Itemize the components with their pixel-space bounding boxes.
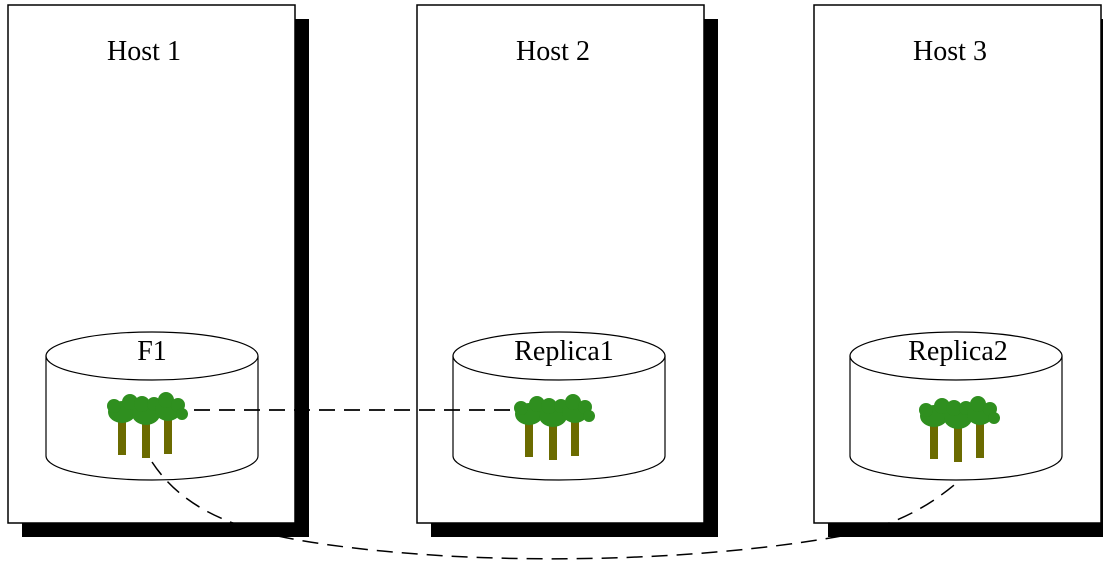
disk-label: Replica1	[514, 336, 614, 367]
disk-cylinder-f1: F1	[45, 331, 259, 481]
disk-cylinder-replica1: Replica1	[452, 331, 666, 481]
host-label: Host 1	[107, 36, 181, 67]
host-label: Host 2	[516, 36, 590, 67]
disk-label: F1	[137, 336, 167, 367]
replication-link-f1-replica2	[151, 461, 961, 560]
disk-label: Replica2	[908, 336, 1008, 367]
host-label: Host 3	[913, 36, 987, 67]
disk-cylinder-replica2: Replica2	[849, 331, 1063, 481]
